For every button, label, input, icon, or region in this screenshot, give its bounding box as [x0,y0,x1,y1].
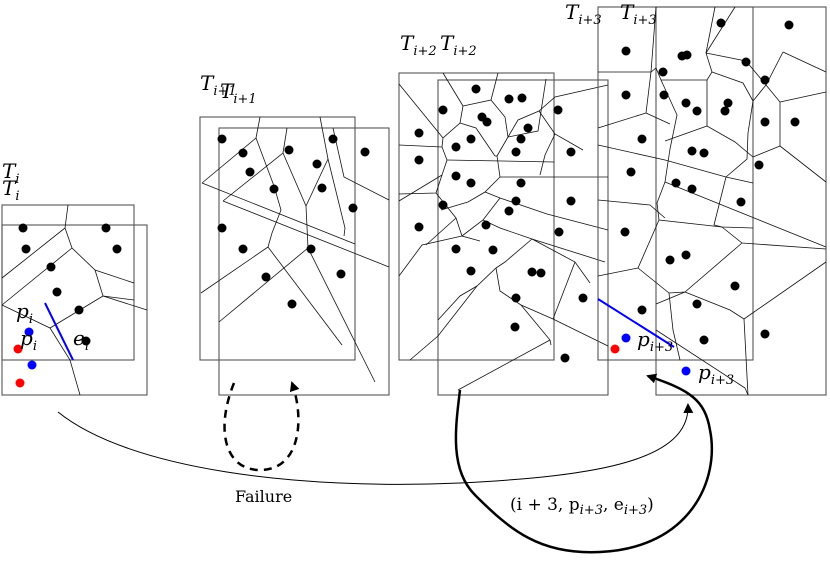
query-point-p-i [24,327,34,337]
frame-t-i-plus-3: pi+3 pi+3 Ti+3 Ti+3 [565,0,827,396]
frame-t-i1-box-b [218,127,390,396]
label-p-i3-b: pi+3 [698,360,734,388]
label-t-i2-b: Ti+2 [440,31,477,59]
label-t-i1-a: Ti+1 [200,71,237,99]
sites-t-i1 [217,134,370,309]
frame-t-i1-box-a [199,116,356,361]
label-t-i2-a: Ti+2 [400,31,437,59]
prev-point-i3 [610,344,620,354]
label-p-i-a: pi [16,299,33,327]
edge-e-i3-highlight [597,298,675,348]
frame-t-i3-box-b [655,6,827,396]
voronoi-edges-t-i1 [200,116,390,383]
prev-point-a [13,344,23,354]
label-t-i-b: Ti [2,176,20,204]
label-e-i: ei [73,326,89,354]
failure-label: Failure [235,487,292,506]
sites-t-i2 [414,84,588,363]
prev-point-b [15,378,25,388]
label-t-i-a: Ti [2,159,20,187]
voronoi-edges-t-i3 [597,6,827,396]
frame-t-i-plus-2: Ti+2 Ti+2 [398,31,609,396]
frame-t-i-plus-1: Ti+1 Ti+1 [199,71,390,396]
query-point-p-i-b [27,360,37,370]
label-t-i3-b: Ti+3 [620,0,657,28]
failure-loop-arrow [223,381,300,472]
sites-t-i [18,223,122,346]
long-arrow-t-i-to-t-i3 [57,403,694,485]
label-p-i-b: pi [20,326,37,354]
edge-e-i-highlight [44,302,74,361]
transition-label: (i + 3, pi+3, ei+3) [510,495,654,518]
frame-t-i2-box-a [398,72,555,361]
query-point-p-i3-b [681,366,691,376]
label-p-i3-a: pi+3 [637,327,673,355]
frame-t-i: pi pi ei Ti Ti [1,159,148,396]
transition-arrow [454,373,714,554]
label-t-i3-a: Ti+3 [565,0,602,28]
voronoi-edges-t-i2 [398,72,609,391]
sites-t-i3 [620,18,800,345]
label-t-i1-b: Ti+1 [220,79,257,107]
voronoi-edges-t-i [1,204,148,396]
query-point-p-i3-a [621,333,631,343]
frame-t-i2-box-b [437,79,609,396]
